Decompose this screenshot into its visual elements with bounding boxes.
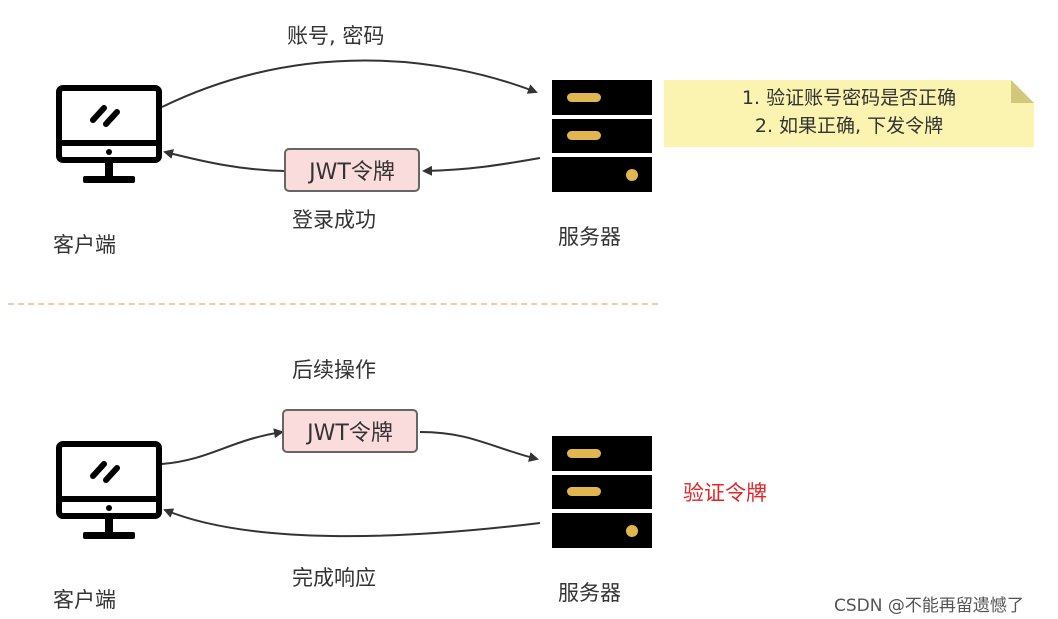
monitor-icon	[56, 85, 162, 183]
note-line-2: 2. 如果正确, 下发令牌	[754, 115, 944, 137]
monitor-icon	[56, 441, 162, 539]
login-success-arrow	[163, 149, 285, 172]
jwt-token-box: JWT令牌	[284, 148, 420, 192]
client-label: 客户端	[53, 233, 116, 257]
note-line-1: 1. 验证账号密码是否正确	[741, 87, 957, 109]
server-label: 服务器	[558, 581, 621, 605]
followup-request-arrow	[161, 428, 284, 465]
jwt-token-label: JWT令牌	[309, 160, 395, 185]
verify-token-label: 验证令牌	[683, 481, 767, 505]
followup-request-label: 后续操作	[292, 358, 376, 382]
server-icon	[552, 80, 652, 192]
login-request-arrow	[161, 59, 538, 108]
sticky-note-text: 1. 验证账号密码是否正确 2. 如果正确, 下发令牌	[664, 84, 1034, 140]
response-label: 完成响应	[292, 566, 376, 590]
section-divider	[8, 303, 658, 305]
jwt-token-box: JWT令牌	[282, 409, 418, 453]
client-label: 客户端	[53, 588, 116, 612]
token-issue-arrow	[422, 157, 541, 176]
sticky-note	[664, 80, 1034, 147]
response-arrow	[163, 508, 541, 538]
login-success-label: 登录成功	[292, 208, 376, 232]
login-request-label: 账号, 密码	[287, 24, 385, 48]
server-icon	[552, 436, 652, 548]
server-label: 服务器	[558, 225, 621, 249]
jwt-token-label: JWT令牌	[307, 421, 393, 446]
token-send-arrow	[419, 431, 539, 462]
watermark: CSDN @不能再留遗憾了	[834, 596, 1024, 616]
